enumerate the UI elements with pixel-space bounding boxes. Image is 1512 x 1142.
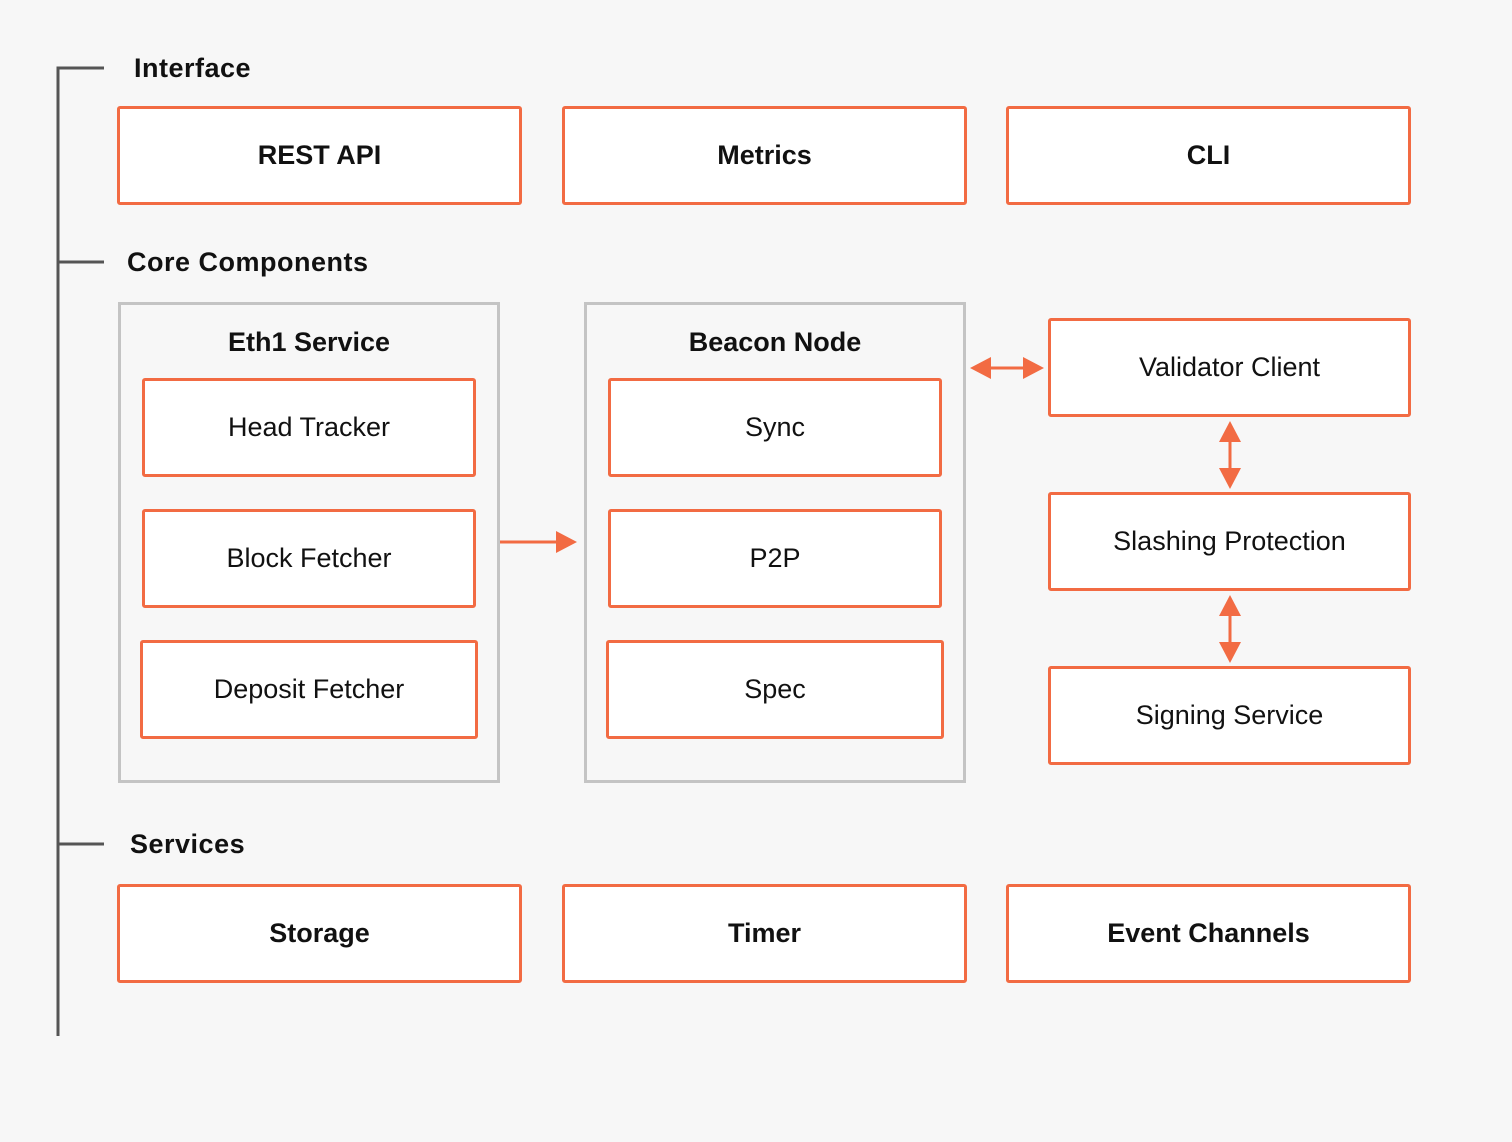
cli-box: CLI [1006,106,1411,205]
p2p-box: P2P [608,509,942,608]
outer-bracket [56,66,104,1036]
eth1-service-title: Eth1 Service [227,327,391,357]
rest-api-box: REST API [117,106,522,205]
sync-box: Sync [608,378,942,477]
beacon-validator-double-arrow [970,357,1044,379]
validator-slashing-double-arrow [1219,421,1241,489]
slashing-signing-double-arrow [1219,595,1241,663]
validator-client-box: Validator Client [1048,318,1411,417]
metrics-box: Metrics [562,106,967,205]
timer-box: Timer [562,884,967,983]
event-channels-box: Event Channels [1006,884,1411,983]
head-tracker-box: Head Tracker [142,378,476,477]
deposit-fetcher-box: Deposit Fetcher [140,640,478,739]
beacon-node-title: Beacon Node [688,327,862,357]
storage-box: Storage [117,884,522,983]
section-label-interface: Interface [134,53,252,83]
block-fetcher-box: Block Fetcher [142,509,476,608]
slashing-protection-box: Slashing Protection [1048,492,1411,591]
eth1-to-beacon-arrow [500,531,577,553]
signing-service-box: Signing Service [1048,666,1411,765]
section-label-core-components: Core Components [127,247,369,277]
section-label-services: Services [130,829,246,859]
spec-box: Spec [606,640,944,739]
